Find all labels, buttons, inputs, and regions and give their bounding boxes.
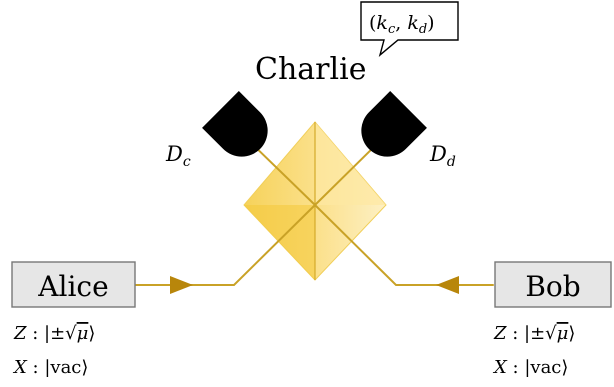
bob-arrow-icon	[436, 276, 459, 294]
alice-arrow-icon	[170, 276, 193, 294]
charlie-label: Charlie	[255, 52, 366, 87]
bob-box: Bob	[494, 261, 612, 308]
detector-dd-label: Dd	[429, 142, 456, 170]
bob-fiber	[314, 204, 494, 286]
alice-x-basis: X : |vac⟩	[12, 357, 88, 378]
charlie-output-bubble: (kc, kd)	[360, 1, 459, 57]
alice-box: Alice	[11, 261, 136, 308]
alice-z-basis: Z : |±√μ⟩	[13, 323, 95, 344]
beam-splitter	[243, 121, 387, 281]
bob-label: Bob	[525, 270, 580, 303]
alice-label: Alice	[37, 270, 108, 303]
bob-x-basis: X : |vac⟩	[492, 357, 568, 378]
detector-dd-icon	[361, 91, 427, 157]
bob-z-basis: Z : |±√μ⟩	[493, 323, 575, 344]
alice-fiber	[135, 204, 316, 286]
detector-dc-icon	[202, 91, 268, 157]
detector-dc-label: Dc	[165, 142, 191, 170]
